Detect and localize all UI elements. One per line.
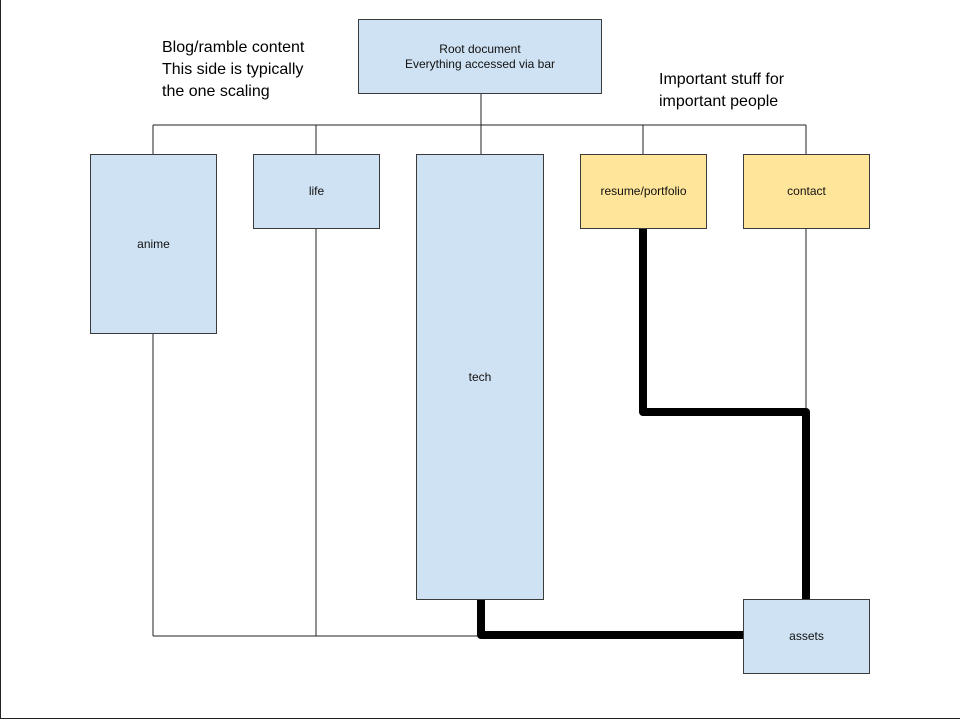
edge-resume-to-assets xyxy=(639,225,810,604)
important-annotation: Important stuff for important people xyxy=(659,71,785,110)
resume-portfolio-node: resume/portfolio xyxy=(580,154,707,229)
contact-node: contact xyxy=(743,154,870,229)
edge-tech-to-assets xyxy=(477,596,748,639)
life-node: life xyxy=(253,154,380,229)
anime-node: anime xyxy=(90,154,217,334)
assets-node: assets xyxy=(743,599,870,674)
blog-annotation: Blog/ramble content This side is typical… xyxy=(162,39,305,100)
root-document-node: Root document Everything accessed via ba… xyxy=(358,19,602,94)
tech-node: tech xyxy=(416,154,544,600)
